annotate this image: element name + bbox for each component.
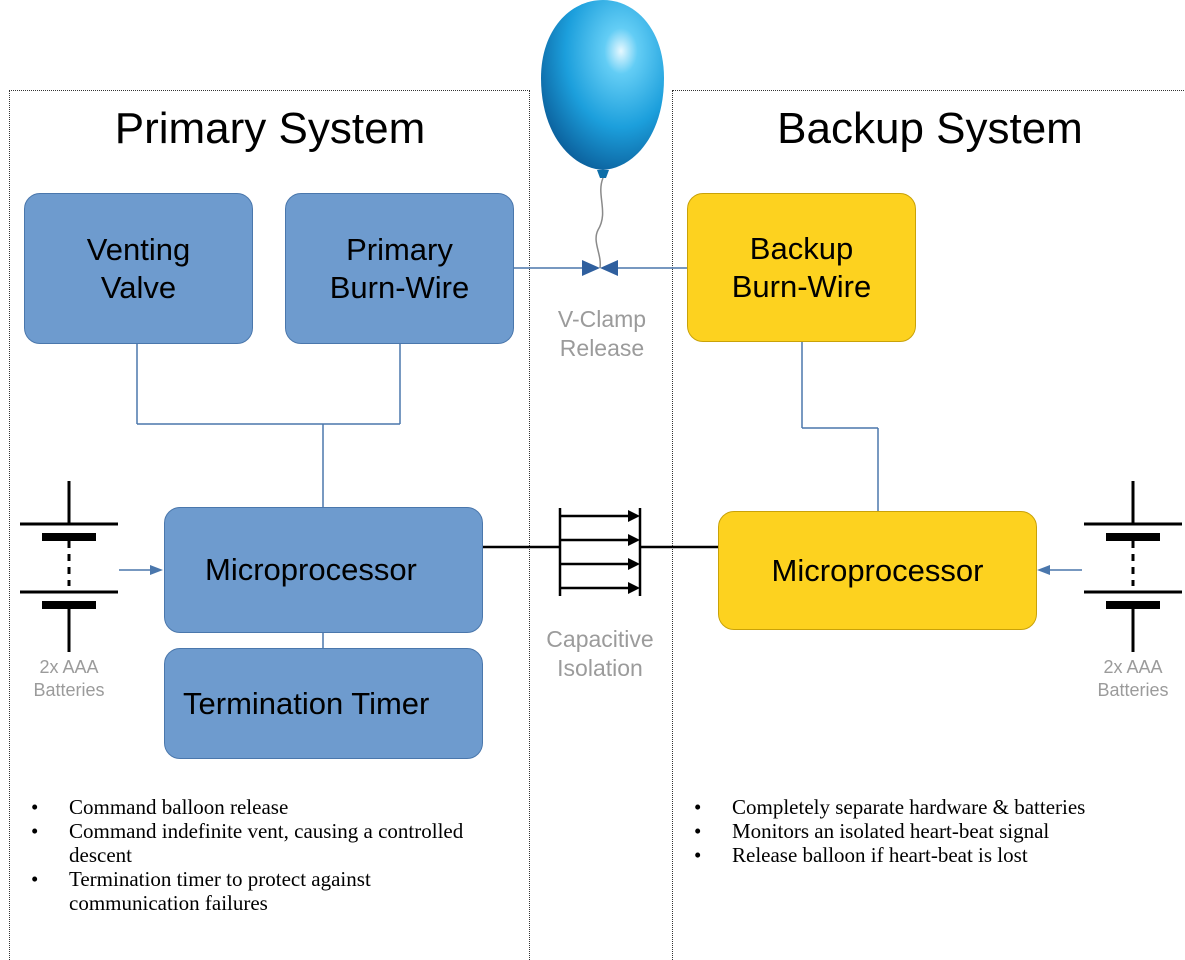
list-item: Command balloon release (25, 795, 495, 819)
primary-microprocessor-box: Microprocessor (164, 507, 483, 633)
list-item: Completely separate hardware & batteries (688, 795, 1168, 819)
backup-microprocessor-box: Microprocessor (718, 511, 1037, 630)
primary-system-title: Primary System (114, 104, 426, 153)
battery-icon-left (20, 481, 118, 652)
list-item: Monitors an isolated heart-beat signal (688, 819, 1168, 843)
battery-arrow-right (1037, 565, 1082, 575)
list-item: Command indefinite vent, causing a contr… (25, 819, 495, 867)
battery-icon-right (1084, 481, 1182, 652)
list-item: Release balloon if heart-beat is lost (688, 843, 1168, 867)
battery-arrow-left (119, 565, 163, 575)
backup-system-region (672, 90, 1185, 960)
capacitive-arrowheads (628, 510, 640, 594)
backup-bullet-list: Completely separate hardware & batteries… (688, 795, 1168, 867)
capacitive-isolation-icon (482, 508, 718, 596)
v-clamp-connector (513, 260, 688, 276)
list-item: Termination timer to protect against com… (25, 867, 495, 915)
backup-system-title: Backup System (777, 104, 1083, 153)
primary-bullet-list: Command balloon release Command indefini… (25, 795, 495, 915)
balloon-icon (541, 0, 664, 269)
termination-timer-box: Termination Timer (164, 648, 483, 759)
primary-system-region (9, 90, 530, 960)
primary-wiring (136, 344, 401, 648)
backup-wiring (801, 342, 879, 512)
